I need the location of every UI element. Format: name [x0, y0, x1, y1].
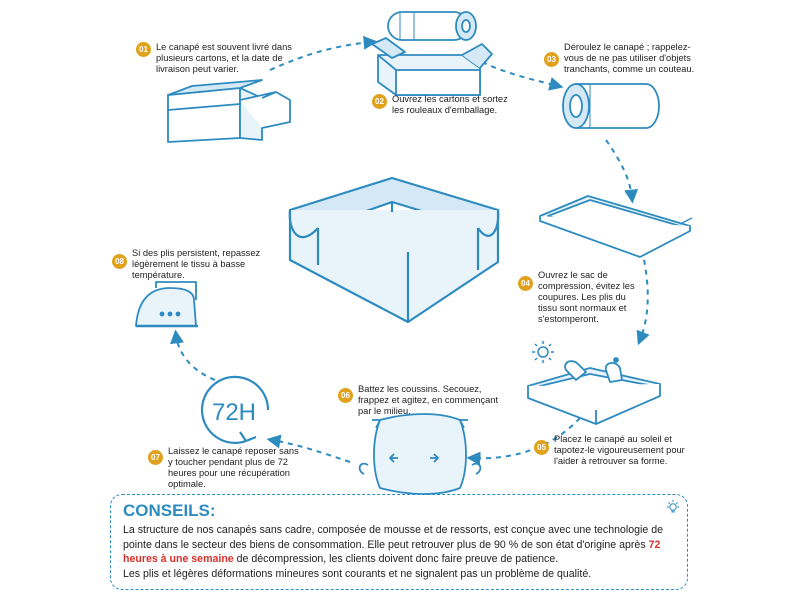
- hands-patting-icon: [527, 357, 661, 425]
- arrow-1-2: [269, 35, 378, 71]
- tips-box: CONSEILS: La structure de nos canapés sa…: [110, 494, 688, 590]
- arrow-5-6: [466, 417, 581, 466]
- boxes-icon: [167, 79, 291, 143]
- step-badge: 04: [518, 276, 533, 291]
- step-badge: 05: [534, 440, 549, 455]
- cushion-icon: [358, 413, 482, 495]
- step-badge: 08: [112, 254, 127, 269]
- step-text: Ouvrez les cartons et sortez les rouleau…: [392, 94, 508, 115]
- step-text: Si des plis persistent, repassez légèrem…: [132, 248, 261, 280]
- step-badge: 01: [136, 42, 151, 57]
- lightbulb-icon: [667, 500, 679, 513]
- timer-label: 72H: [212, 399, 256, 426]
- tips-title: CONSEILS:: [123, 501, 216, 520]
- timer-72h-icon: [200, 375, 270, 444]
- flat-bag-icon: [539, 195, 693, 258]
- step-badge: 02: [372, 94, 387, 109]
- arrow-6-7: [266, 434, 351, 463]
- tips-line3: Les plis et légères déformations mineure…: [123, 567, 592, 580]
- sun-icon: [532, 341, 554, 363]
- step-text: Déroulez le canapé ; rappelez-vous de ne…: [564, 42, 695, 74]
- tips-body: La structure de nos canapés sans cadre, …: [123, 523, 675, 581]
- step-badge: 06: [338, 388, 353, 403]
- open-box-roll-icon: [371, 11, 493, 96]
- tips-highlight: 72 heures à une semaine: [123, 538, 661, 566]
- tips-line1: La structure de nos canapés sans cadre, …: [123, 524, 664, 551]
- roll-icon: [562, 83, 660, 129]
- iron-icon: [135, 281, 198, 328]
- arrow-4-5: [636, 249, 650, 346]
- sofa-icon: [288, 176, 500, 324]
- step-badge: 07: [148, 450, 163, 465]
- step-text: Le canapé est souvent livré dans plusieu…: [156, 42, 292, 74]
- step-text: Battez les coussins. Secouez, frappez et…: [358, 384, 499, 416]
- step-text: Placez le canapé au soleil et tapotez-le…: [554, 434, 685, 466]
- step-badge: 03: [544, 52, 559, 67]
- arrow-7-8: [170, 329, 216, 381]
- step-text: Laissez le canapé reposer sans y toucher…: [168, 446, 299, 489]
- step-text: Ouvrez le sac de compression, évitez les…: [538, 270, 635, 324]
- arrow-3-4: [605, 139, 639, 204]
- tips-line2: de décompression, les clients doivent do…: [236, 553, 559, 565]
- arrow-2-3: [481, 61, 564, 91]
